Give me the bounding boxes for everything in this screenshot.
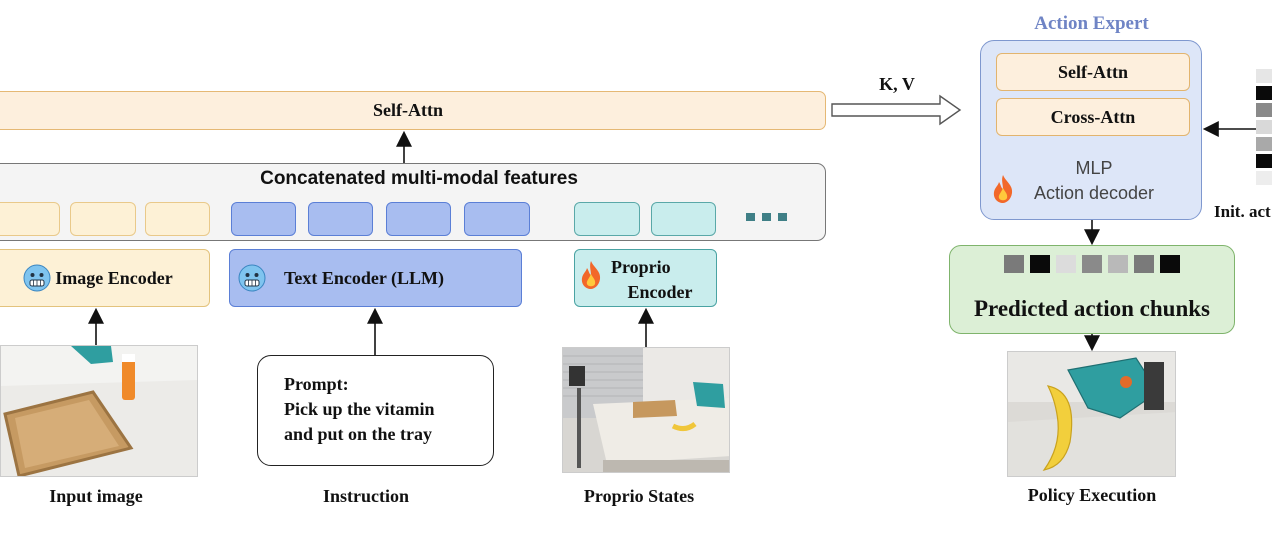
proprio-encoder: Proprio Encoder [574, 249, 717, 307]
caption-input-image: Input image [49, 485, 143, 506]
init-action-noise-column [1256, 69, 1272, 193]
ae-cross-attn-block: Cross-Attn [996, 98, 1190, 136]
text-token [386, 202, 451, 236]
text-encoder-label: Text Encoder (LLM) [284, 267, 444, 288]
ae-self-attn-block: Self-Attn [996, 53, 1190, 91]
prompt-line-2: Pick up the vitamin [284, 399, 435, 419]
chunk-cell [1160, 255, 1180, 273]
proprio-encoder-label-line2: Encoder [627, 282, 693, 302]
mlp-label: MLP [1075, 158, 1113, 178]
text-token [231, 202, 296, 236]
action-expert-title: Action Expert [1034, 13, 1149, 34]
cold-face-icon [23, 264, 51, 292]
instruction-prompt-box: Prompt: Pick up the vitamin and put on t… [257, 355, 494, 466]
mlp-action-decoder: MLP Action decoder [1020, 156, 1168, 206]
policy-execution-photo [1007, 351, 1176, 477]
noise-cell [1256, 86, 1272, 100]
image-token [145, 202, 210, 236]
action-decoder-label: Action decoder [1033, 183, 1155, 203]
ae-self-attn-label: Self-Attn [1058, 61, 1128, 82]
image-token [70, 202, 136, 236]
noise-cell [1256, 137, 1272, 151]
proprio-states-photo [562, 347, 730, 473]
proprio-token [651, 202, 716, 236]
noise-cell [1256, 103, 1272, 117]
init-action-label: Init. act [1214, 202, 1271, 221]
text-encoder: Text Encoder (LLM) [229, 249, 522, 307]
image-encoder-label: Image Encoder [55, 267, 173, 288]
proprio-token [574, 202, 640, 236]
noise-cell [1256, 154, 1272, 168]
image-token [0, 202, 60, 236]
predicted-action-chunks-label: Predicted action chunks [974, 296, 1210, 321]
text-token [308, 202, 373, 236]
prompt-line-1: Prompt: [284, 374, 349, 394]
prompt-line-3: and put on the tray [284, 424, 433, 444]
vlm-self-attn-block: Self-Attn [0, 91, 826, 130]
noise-cell [1256, 69, 1272, 83]
caption-policy-execution: Policy Execution [1027, 484, 1157, 505]
proprio-encoder-label-line1: Proprio [611, 257, 671, 277]
noise-cell [1256, 120, 1272, 134]
ellipsis-dots [746, 213, 792, 221]
fire-icon [993, 175, 1013, 203]
image-encoder: Image Encoder [0, 249, 210, 307]
chunk-cell [1056, 255, 1076, 273]
text-token [464, 202, 530, 236]
noise-cell [1256, 171, 1272, 185]
chunk-cell [1134, 255, 1154, 273]
input-image-photo [0, 345, 198, 477]
fire-icon [581, 261, 601, 289]
chunk-cell [1004, 255, 1024, 273]
chunk-cell [1108, 255, 1128, 273]
chunk-cell [1082, 255, 1102, 273]
kv-hollow-arrow [831, 94, 962, 126]
cold-face-icon [238, 264, 266, 292]
chunk-cell [1030, 255, 1050, 273]
concatenated-features-label: Concatenated multi-modal features [260, 168, 578, 189]
caption-proprio-states: Proprio States [583, 485, 695, 506]
vlm-self-attn-label: Self-Attn [373, 100, 443, 120]
action-chunk-cells [1004, 255, 1180, 273]
ae-cross-attn-label: Cross-Attn [1050, 106, 1136, 127]
caption-instruction: Instruction [322, 485, 409, 506]
kv-label: K, V [879, 73, 915, 94]
